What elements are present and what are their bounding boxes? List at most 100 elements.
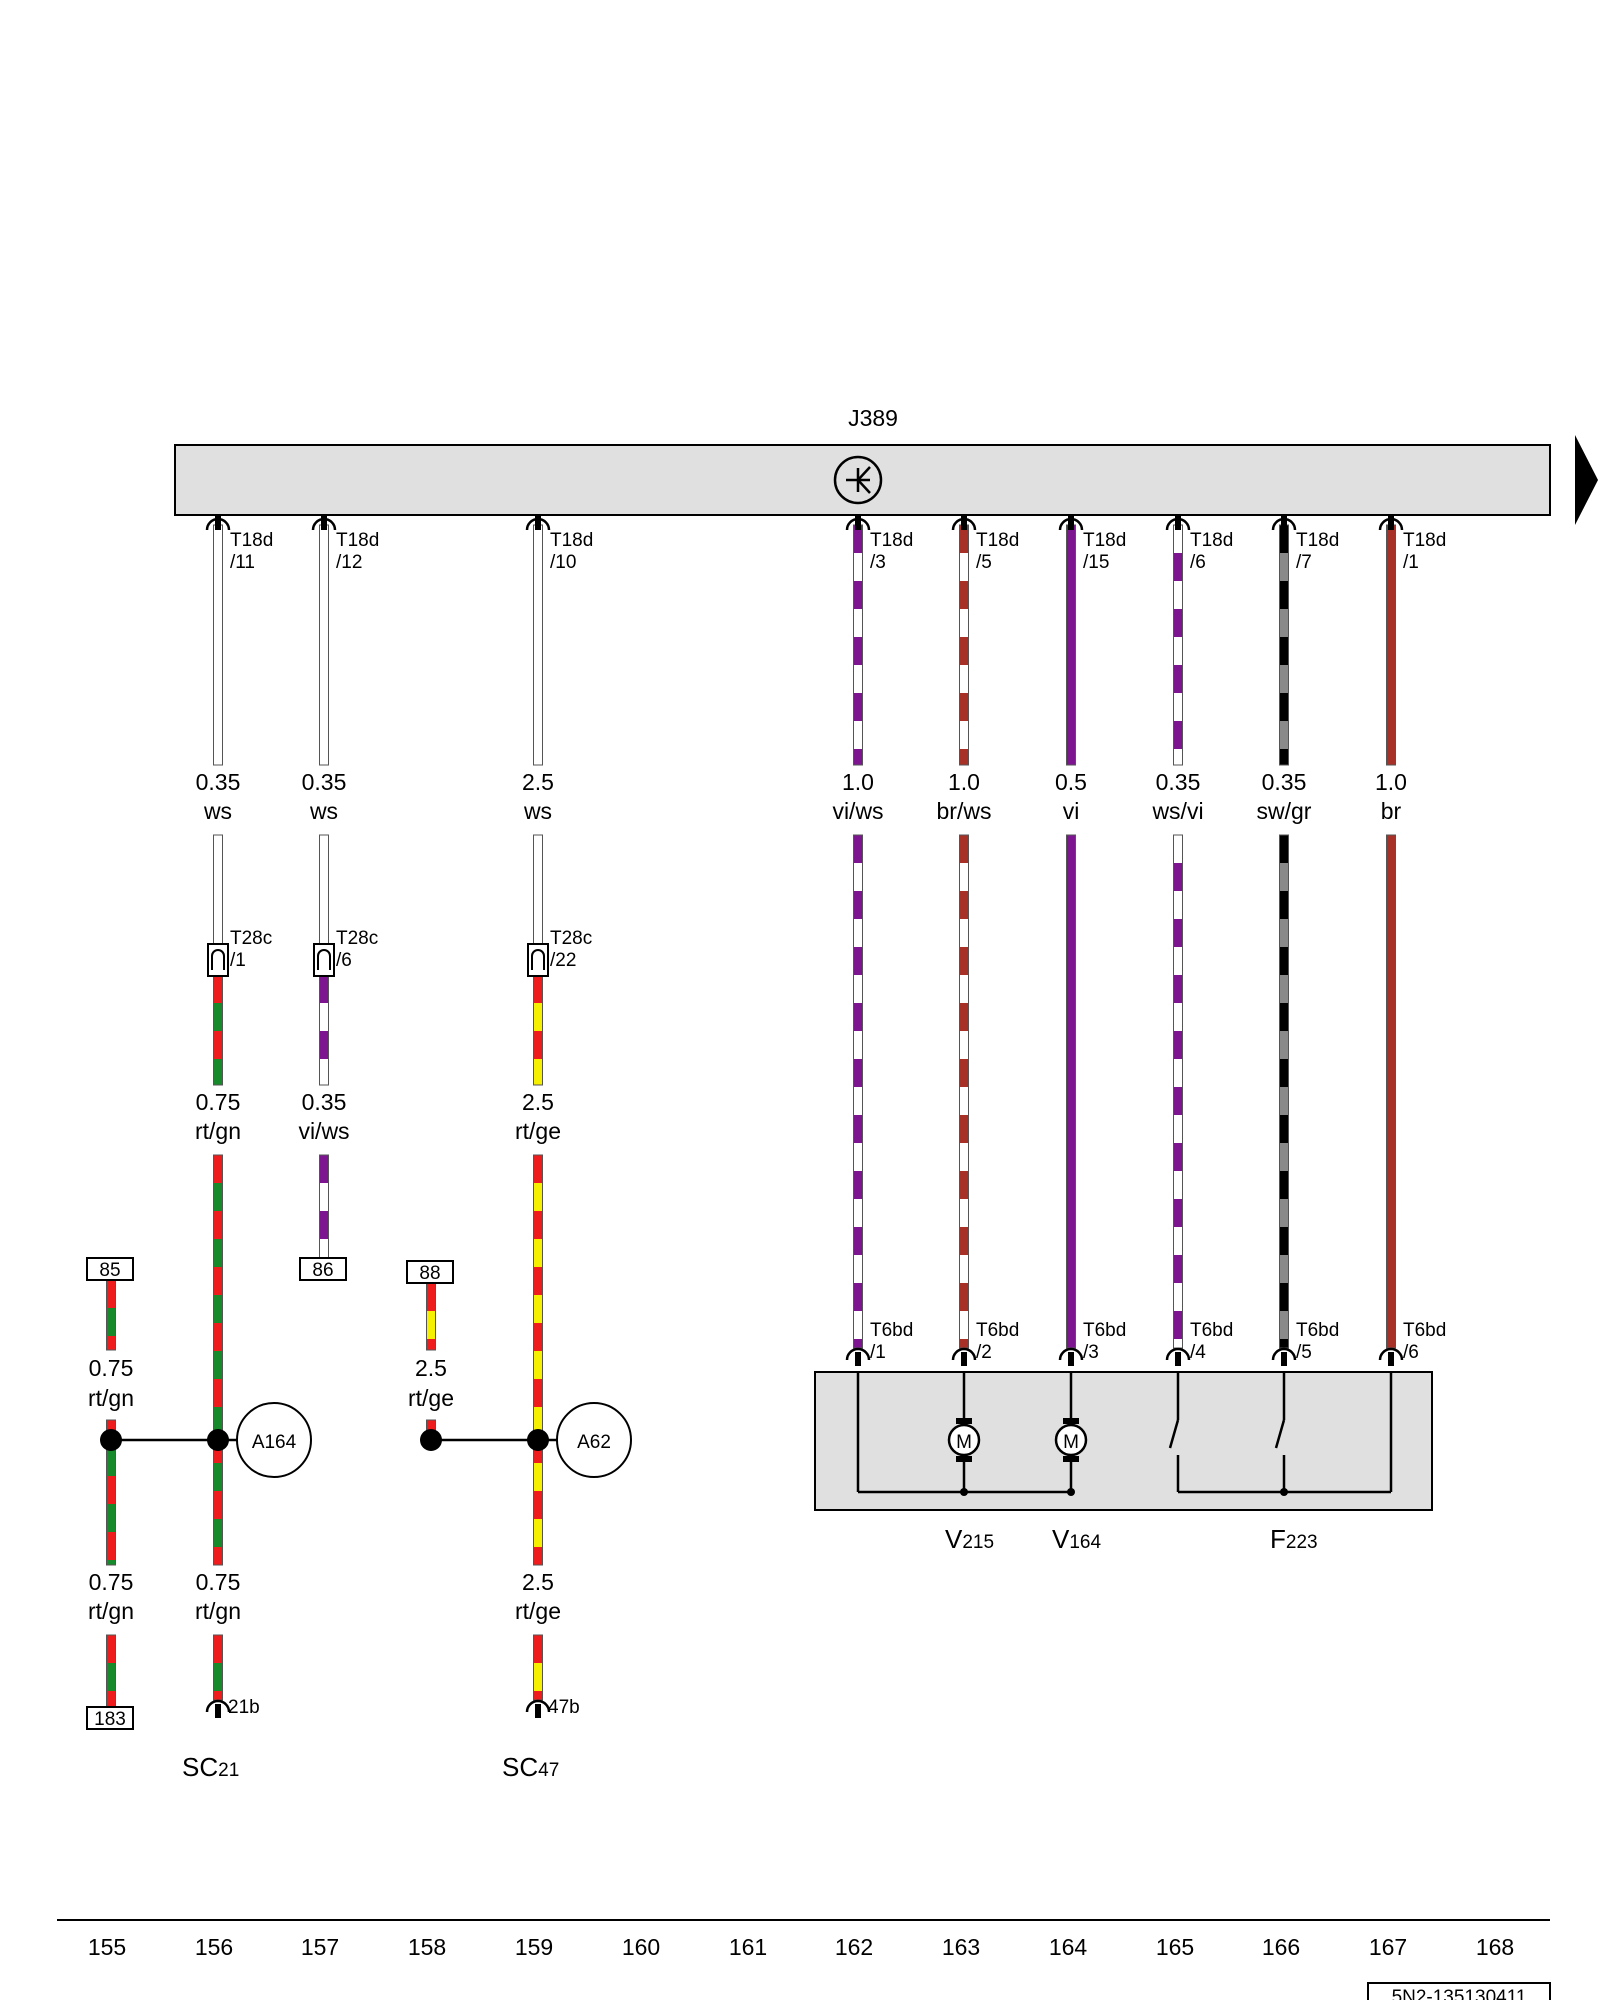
wire-stripe — [1173, 721, 1183, 749]
wire-stripe — [1173, 553, 1183, 581]
fuse-labels: 21b 47b SC21 SC47 — [182, 1697, 580, 1782]
wire-stripe — [1173, 975, 1183, 1003]
wire-stripe — [959, 863, 969, 891]
grid-number: 157 — [301, 1934, 339, 1960]
pin-label: T28c — [336, 928, 378, 949]
pin-label: /5 — [976, 552, 992, 573]
wire-color: sw/gr — [1257, 798, 1312, 824]
wire-stripe — [853, 1255, 863, 1283]
wire-stripe — [853, 1143, 863, 1171]
pin-label: T6bd — [976, 1320, 1019, 1341]
wire-color: rt/gn — [195, 1118, 241, 1144]
wire-stripe — [853, 609, 863, 637]
wire-stripe — [533, 1183, 543, 1211]
wire-stripe — [1173, 1143, 1183, 1171]
pin-label: /10 — [550, 552, 576, 573]
wire-outline — [533, 1154, 543, 1566]
wire-stripe — [959, 1311, 969, 1339]
pin-label: T28c — [550, 928, 592, 949]
inline-connector-icon — [317, 949, 331, 970]
motor-v215-label: M — [956, 1432, 972, 1453]
connector-pin-icon — [855, 1352, 861, 1366]
wire-segment — [106, 1420, 116, 1565]
wire-color: br/ws — [937, 798, 992, 824]
wire-stripe — [959, 975, 969, 1003]
wire-stripe — [1279, 1087, 1289, 1115]
pin-label: /3 — [1083, 1342, 1099, 1363]
wire-stripe — [853, 1087, 863, 1115]
wire-stripe — [959, 665, 969, 693]
wire-segment — [1066, 525, 1076, 765]
wire-size: 2.5 — [522, 1569, 554, 1595]
grid-number: 167 — [1369, 1934, 1407, 1960]
connector-pin-icon — [535, 1704, 541, 1718]
ecu-symbol-icon — [833, 455, 883, 505]
wire-stripe — [106, 1448, 116, 1476]
grid-number: 160 — [622, 1934, 660, 1960]
pin-label: T6bd — [1083, 1320, 1126, 1341]
wire-color: rt/gn — [88, 1598, 134, 1624]
wire-stripe — [959, 1143, 969, 1171]
pin-label: T18d — [870, 530, 913, 551]
wire-stripe — [106, 1504, 116, 1532]
pin-label: T18d — [230, 530, 273, 551]
actuator-internals — [856, 1372, 1393, 1496]
wire-segment — [319, 525, 329, 765]
switch-icon — [1274, 1419, 1286, 1449]
splice-a164 — [236, 1402, 312, 1478]
wire-stripe — [1173, 1031, 1183, 1059]
wire-stripe — [959, 1199, 969, 1227]
splice-dot — [527, 1429, 549, 1451]
wire-stripe — [1279, 919, 1289, 947]
splice-dot — [207, 1429, 229, 1451]
wires — [100, 516, 1404, 1718]
wire-stripe — [213, 1351, 223, 1379]
motor-icon — [1054, 1423, 1088, 1457]
wire-stripe — [1279, 665, 1289, 693]
fuse-sc47-label: SC47 — [502, 1752, 559, 1782]
wire-size: 0.75 — [89, 1569, 134, 1595]
splice-a62-label: A62 — [577, 1432, 611, 1453]
wire-segment — [533, 525, 543, 765]
pin-label: /3 — [870, 552, 886, 573]
wire-stripe — [959, 609, 969, 637]
wire-color: rt/ge — [408, 1385, 454, 1411]
pin-label: /2 — [976, 1342, 992, 1363]
pin-label: T18d — [336, 530, 379, 551]
pin-label: /1 — [1403, 552, 1419, 573]
wire-size: 2.5 — [522, 769, 554, 795]
wire-stripe — [1173, 1199, 1183, 1227]
wire-stripe — [1279, 1031, 1289, 1059]
motor-icon — [956, 1418, 972, 1424]
connector-pin-icon — [1388, 516, 1394, 530]
wire-stripe — [853, 975, 863, 1003]
wire-color: ws — [523, 798, 552, 824]
wire-stripe — [853, 863, 863, 891]
top-wire-labels: 0.35 ws 0.35 ws 2.5 ws 1.0 vi/ws 1.0 br/… — [196, 769, 1407, 824]
wire-segment — [319, 835, 329, 965]
pin-label: T18d — [1403, 530, 1446, 551]
component-f223-label: F223 — [1270, 1524, 1318, 1554]
pin-label: /6 — [1403, 1342, 1419, 1363]
wire-stripe — [319, 1183, 329, 1211]
connector-pin-icon — [525, 1699, 551, 1713]
wire-stripe — [1279, 553, 1289, 581]
wire-stripe — [959, 553, 969, 581]
grid-number: 163 — [942, 1934, 980, 1960]
continue-arrow-icon — [1575, 435, 1598, 525]
pin-label: T18d — [976, 530, 1019, 551]
connector-pin-icon — [961, 1352, 967, 1366]
wire-color: rt/ge — [515, 1118, 561, 1144]
component-v215-label: V215 — [945, 1524, 994, 1554]
wire-segment — [853, 525, 863, 765]
wire-size: 0.35 — [302, 769, 347, 795]
wire-stripe — [213, 1183, 223, 1211]
wire-stripe — [1173, 609, 1183, 637]
wire-stripe — [1279, 975, 1289, 1003]
connector-pin-icon — [205, 1699, 231, 1713]
wire-stripe — [853, 721, 863, 749]
wire-stripe — [1173, 919, 1183, 947]
wire-stripe — [959, 721, 969, 749]
wire-stripe — [533, 1519, 543, 1547]
connector-pin-icon — [535, 516, 541, 530]
